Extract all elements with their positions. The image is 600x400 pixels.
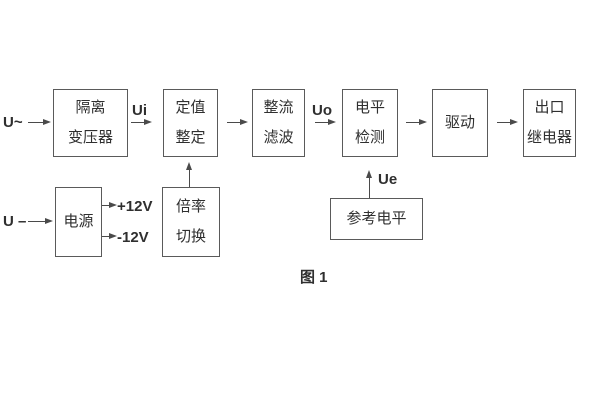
arrow-dc-input [28, 217, 53, 224]
block-label: 出口 [534, 99, 565, 116]
block-label: 滤波 [263, 129, 294, 146]
block-isolation-transformer: 隔离 变压器 [53, 89, 128, 157]
block-label: 整流 [263, 99, 294, 116]
block-ratio-switch: 倍率 切换 [162, 187, 220, 257]
arrow-ac-input [28, 118, 51, 125]
block-label: 定值 [175, 99, 206, 116]
block-label: 电平 [354, 99, 385, 116]
block-driver: 驱动 [432, 89, 488, 157]
label-plus12v: +12V [117, 198, 153, 215]
label-ui-signal: Ui [132, 102, 147, 119]
figure-caption: 图 1 [300, 269, 328, 286]
arrow-driver-to-relay [497, 118, 518, 125]
arrow-level-to-driver [406, 118, 427, 125]
block-label: 切换 [175, 228, 206, 245]
label-ue-signal: Ue [378, 171, 398, 188]
arrow-setpoint-to-rectifier [227, 118, 248, 125]
block-power-supply: 电源 [55, 187, 102, 257]
block-rectifier-filter: 整流 滤波 [252, 89, 305, 157]
arrow-ratio-to-setpoint [185, 162, 192, 187]
arrow-uo-signal [315, 118, 336, 125]
block-label: 驱动 [444, 114, 475, 131]
label-dc-input: U – [3, 213, 27, 230]
block-label: 倍率 [175, 198, 206, 215]
arrow-plus12v-output [102, 201, 117, 208]
block-setpoint-setting: 定值 整定 [163, 89, 218, 157]
block-reference-level: 参考电平 [330, 198, 423, 240]
block-output-relay: 出口 继电器 [523, 89, 576, 157]
arrow-minus12v-output [102, 232, 117, 239]
block-label: 检测 [354, 129, 385, 146]
arrow-ui-signal [131, 118, 152, 125]
block-label: 整定 [175, 129, 206, 146]
label-ac-input: U~ [3, 114, 23, 131]
arrow-ue-reference [365, 170, 372, 198]
block-label: 继电器 [526, 129, 572, 146]
label-minus12v: -12V [117, 229, 149, 246]
block-level-detection: 电平 检测 [342, 89, 398, 157]
block-label: 变压器 [67, 129, 113, 146]
block-label: 电源 [63, 213, 94, 230]
label-uo-signal: Uo [312, 102, 332, 119]
block-label: 参考电平 [346, 210, 407, 227]
block-label: 隔离 [75, 99, 106, 116]
